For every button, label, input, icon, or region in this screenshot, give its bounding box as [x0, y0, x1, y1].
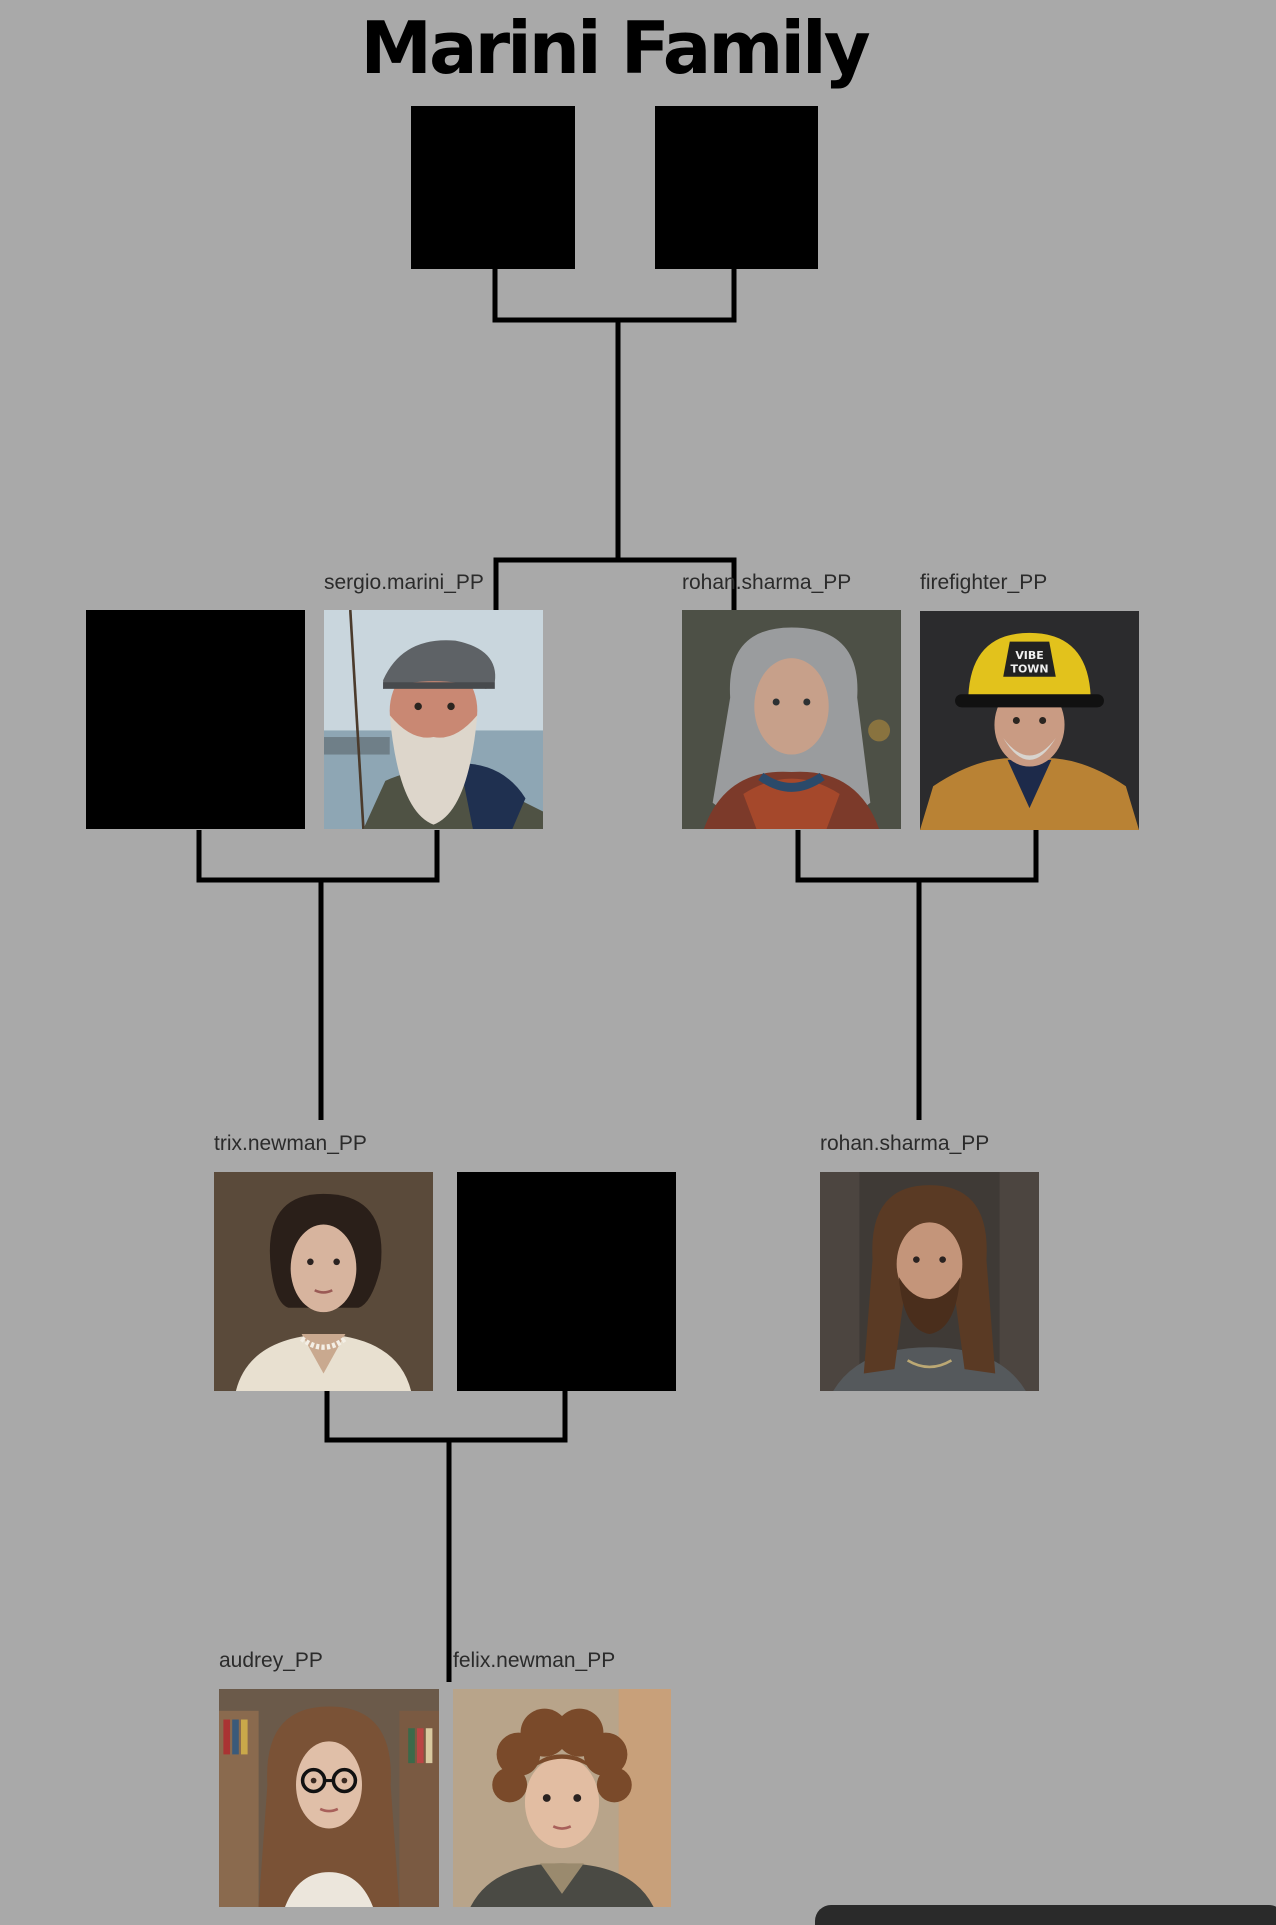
woman-glasses-library-portrait — [219, 1689, 439, 1907]
empty-member-slot[interactable] — [655, 106, 818, 269]
member-card-rohan-son[interactable] — [820, 1172, 1039, 1391]
member-card-audrey[interactable] — [219, 1689, 439, 1907]
member-label-firefighter: firefighter_PP — [920, 571, 1048, 594]
member-label-trix: trix.newman_PP — [214, 1132, 367, 1155]
connector-gen3-couple — [324, 1390, 568, 1443]
member-label-sergio: sergio.marini_PP — [324, 571, 484, 594]
connector-left-couple — [196, 830, 440, 883]
empty-member-slot[interactable] — [411, 106, 575, 269]
member-label-audrey: audrey_PP — [219, 1649, 323, 1672]
svg-text:VIBE: VIBE — [1015, 649, 1043, 662]
member-card-firefighter[interactable]: VIBE TOWN — [920, 611, 1139, 830]
empty-member-slot[interactable] — [86, 610, 305, 829]
svg-text:TOWN: TOWN — [1011, 662, 1049, 675]
member-card-felix[interactable] — [453, 1689, 671, 1907]
connector-right-couple — [795, 830, 1039, 883]
member-card-rohan[interactable] — [682, 610, 901, 829]
connector-founders — [492, 268, 737, 323]
member-card-trix[interactable] — [214, 1172, 433, 1391]
member-label-felix: felix.newman_PP — [453, 1649, 616, 1672]
dark-haired-woman-pearls-portrait — [214, 1172, 433, 1391]
member-label-rohan-son: rohan.sharma_PP — [820, 1132, 990, 1155]
member-card-sergio[interactable] — [324, 610, 543, 829]
curly-haired-boy-portrait — [453, 1689, 671, 1907]
member-label-rohan: rohan.sharma_PP — [682, 571, 852, 594]
taskbar-edge — [815, 1905, 1276, 1925]
firefighter-yellow-helmet-portrait: VIBE TOWN — [920, 611, 1139, 830]
page-title: Marini Family — [360, 6, 870, 90]
grey-haired-woman-scarf-portrait — [682, 610, 901, 829]
empty-member-slot[interactable] — [457, 1172, 676, 1391]
old-man-flat-cap-beard-portrait — [324, 610, 543, 829]
long-haired-bearded-man-portrait — [820, 1172, 1039, 1391]
